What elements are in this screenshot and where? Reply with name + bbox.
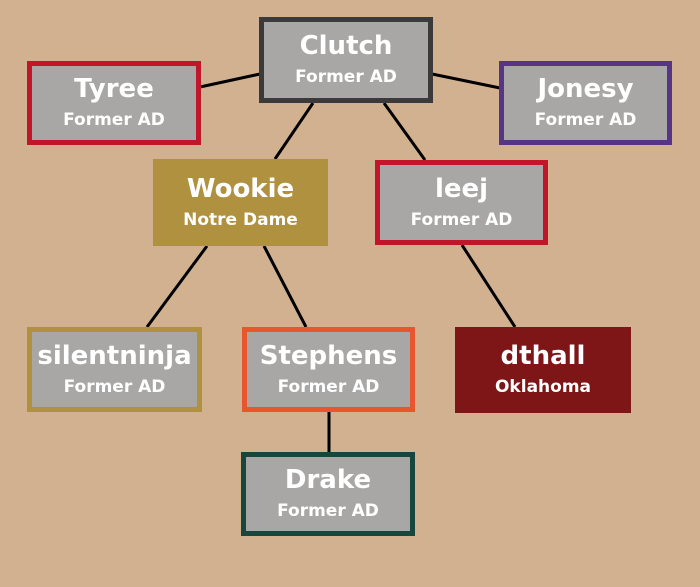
link-wookie-stephens <box>262 245 308 328</box>
node-leej: leej Former AD <box>375 160 548 245</box>
node-leej-subtitle: Former AD <box>410 209 513 230</box>
node-leej-name: leej <box>434 173 489 204</box>
link-clutch-jonesy <box>431 72 501 90</box>
node-drake-subtitle: Former AD <box>277 501 379 522</box>
node-stephens: Stephens Former AD <box>242 327 415 412</box>
node-tyree-subtitle: Former AD <box>63 110 165 131</box>
node-tyree: Tyree Former AD <box>27 61 201 145</box>
node-dthall-name: dthall <box>500 341 586 372</box>
node-drake-name: Drake <box>284 465 372 496</box>
node-silentninja-name: silentninja <box>37 340 192 371</box>
link-wookie-silentninja <box>145 245 209 328</box>
node-clutch-subtitle: Former AD <box>295 67 397 88</box>
node-silentninja: silentninja Former AD <box>27 327 202 412</box>
node-jonesy: Jonesy Former AD <box>499 61 672 145</box>
node-dthall: dthall Oklahoma <box>455 327 631 413</box>
node-clutch-name: Clutch <box>299 31 393 62</box>
node-wookie-name: Wookie <box>186 173 295 204</box>
node-wookie: Wookie Notre Dame <box>153 159 328 246</box>
node-clutch: Clutch Former AD <box>259 17 433 103</box>
node-drake: Drake Former AD <box>241 452 415 536</box>
link-clutch-wookie <box>273 102 315 160</box>
node-stephens-name: Stephens <box>259 340 398 371</box>
node-silentninja-subtitle: Former AD <box>63 376 166 397</box>
node-dthall-subtitle: Oklahoma <box>494 377 592 398</box>
node-jonesy-subtitle: Former AD <box>534 110 637 131</box>
link-clutch-leej <box>382 102 427 161</box>
node-jonesy-name: Jonesy <box>537 74 634 105</box>
link-leej-dthall <box>460 244 517 328</box>
link-clutch-tyree <box>199 72 261 89</box>
node-stephens-subtitle: Former AD <box>277 376 380 397</box>
node-wookie-subtitle: Notre Dame <box>183 209 298 230</box>
node-tyree-name: Tyree <box>74 74 154 105</box>
